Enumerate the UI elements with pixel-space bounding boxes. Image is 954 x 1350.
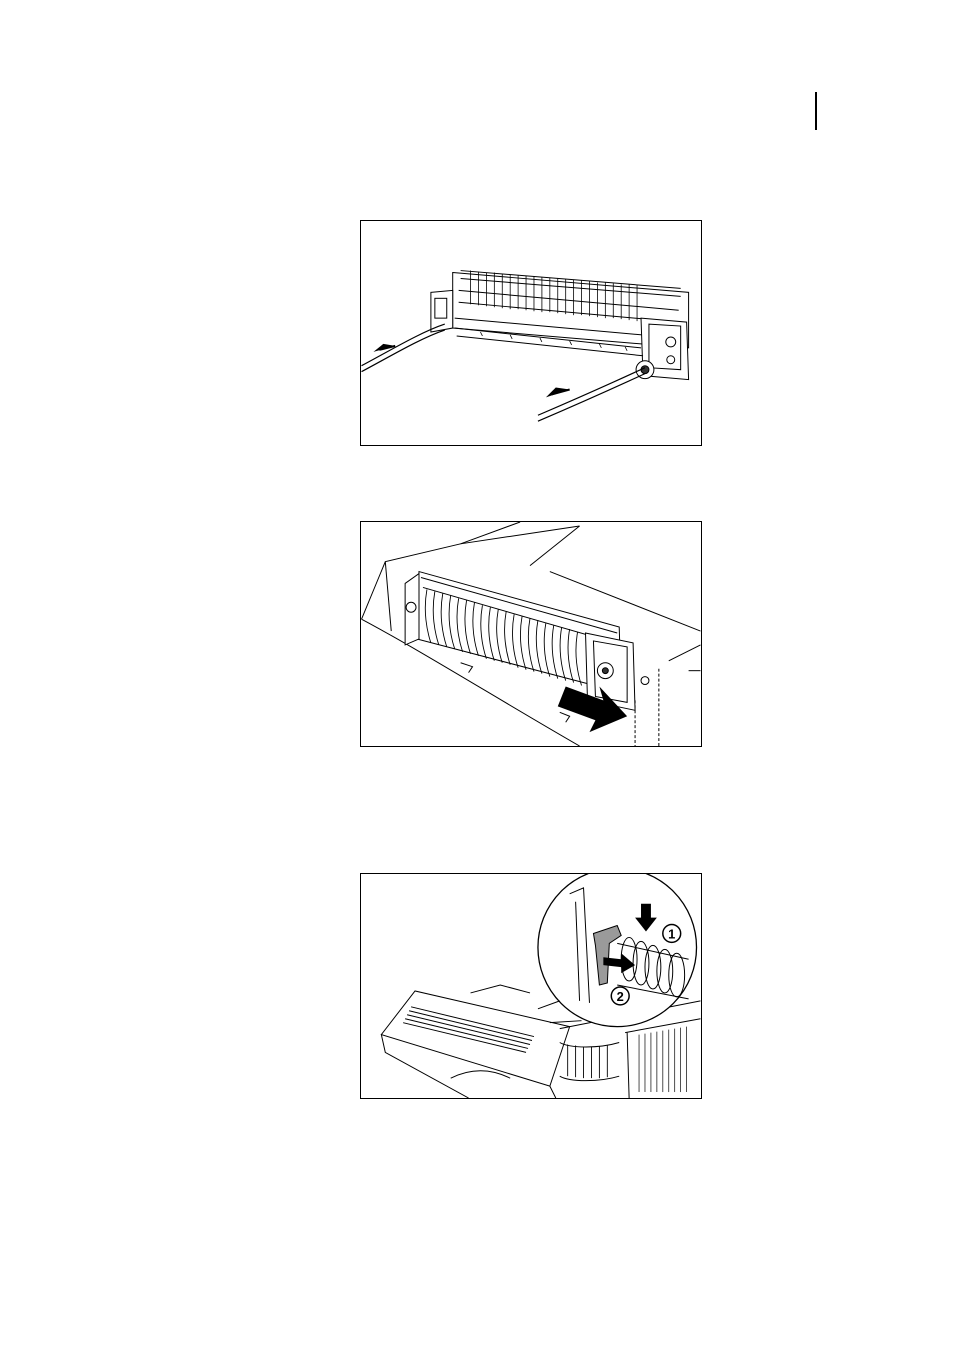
fuser-tapes-illustration-icon (361, 221, 701, 445)
callout-step-1: 1 (668, 926, 675, 941)
page-edge-rule (815, 92, 817, 130)
fuser-slide-out-illustration-icon (361, 522, 701, 746)
figure-fuser-tapes (360, 220, 702, 446)
callout-step-2: 2 (617, 989, 624, 1004)
release-lever-illustration-icon: 1 2 (361, 874, 701, 1098)
figure-release-lever: 1 2 (360, 873, 702, 1099)
figure-fuser-slide-out (360, 521, 702, 747)
